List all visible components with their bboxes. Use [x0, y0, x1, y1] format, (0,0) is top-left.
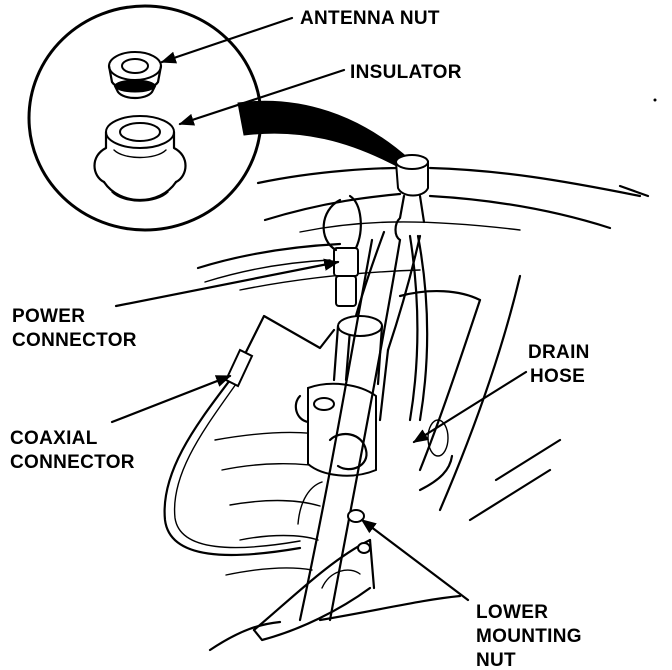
label-coaxial-connector-line1: COAXIAL: [10, 428, 98, 449]
label-drain-hose-line1: DRAIN: [528, 342, 590, 363]
power-connector-leader: [114, 258, 340, 308]
insulator-leader: [178, 68, 346, 126]
label-drain-hose-line2: HOSE: [530, 366, 585, 387]
drain-hose-leader: [412, 370, 528, 444]
label-coaxial-connector-line2: CONNECTOR: [10, 452, 135, 473]
label-power-connector-line2: CONNECTOR: [12, 330, 137, 351]
label-lower-mounting-nut-line2: MOUNTING: [476, 626, 582, 647]
label-lower-mounting-nut-line1: LOWER: [476, 602, 548, 623]
label-power-connector-line1: POWER: [12, 306, 85, 327]
leaders: [110, 16, 528, 602]
antenna-nut-leader: [160, 16, 294, 64]
label-lower-mounting-nut-line3: NUT: [476, 650, 516, 670]
inset-leader-wedge: [237, 100, 411, 171]
detail-inset: [27, 4, 411, 232]
insulator-part: [93, 115, 187, 202]
coaxial-connector-leader: [110, 374, 232, 424]
label-antenna-nut: ANTENNA NUT: [300, 8, 440, 29]
coaxial-connector-body: [224, 348, 254, 388]
label-insulator: INSULATOR: [350, 62, 462, 83]
lower-mounting-nut-leader: [360, 518, 470, 602]
lower-mounting-nut-part: [347, 509, 365, 523]
car-body: [196, 98, 657, 652]
coaxial-cable: [163, 314, 336, 557]
antenna-assembly: [252, 154, 454, 642]
text-labels: ANTENNA NUT INSULATOR POWER CONNECTOR CO…: [10, 8, 590, 670]
antenna-nut-part: [107, 51, 163, 100]
speck: [653, 98, 657, 102]
